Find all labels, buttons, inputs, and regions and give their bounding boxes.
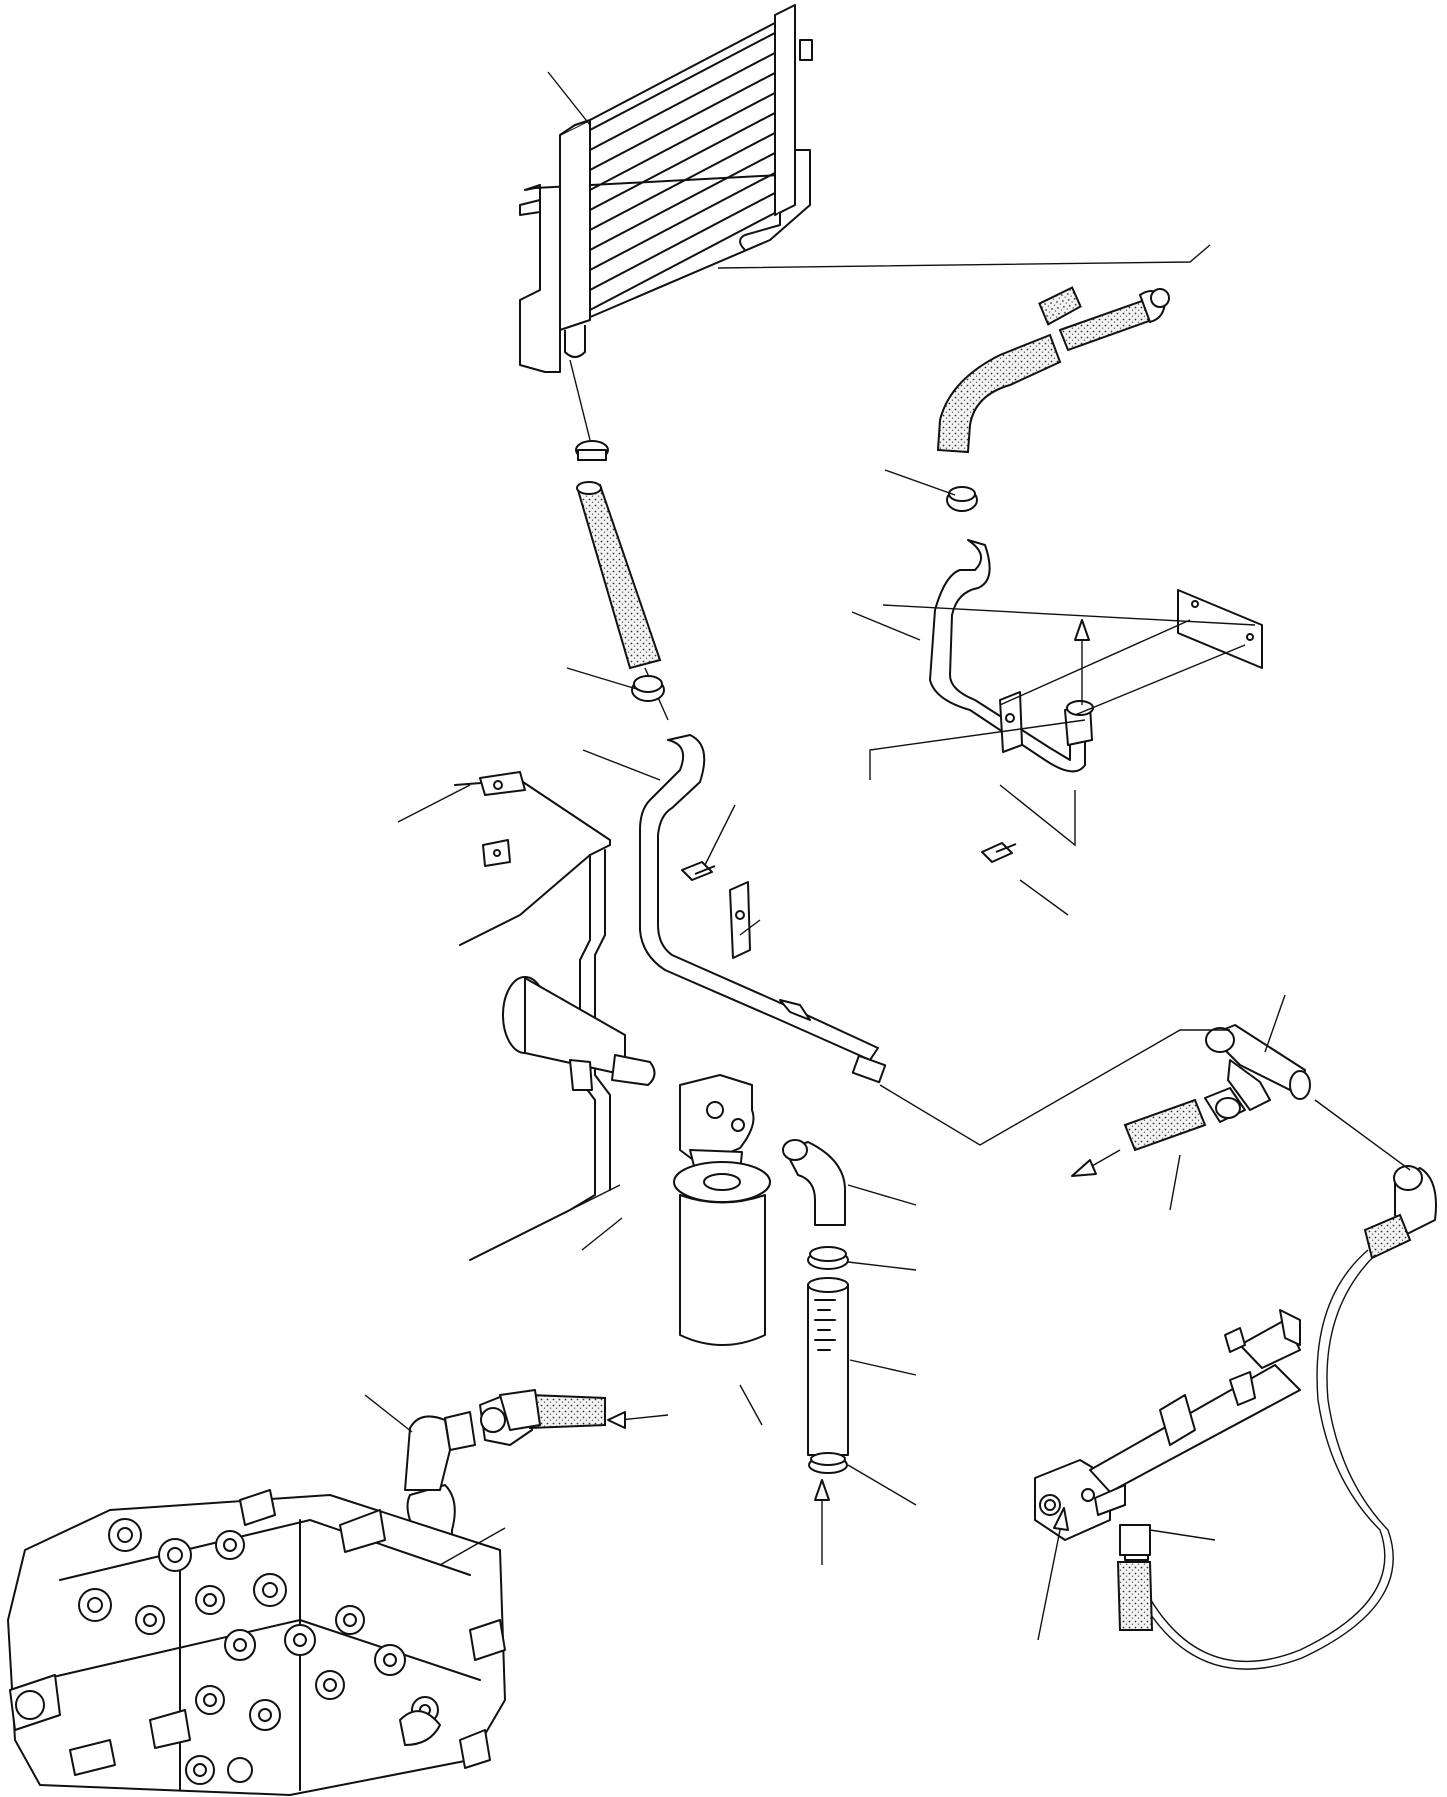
flow-arrow — [1072, 1150, 1120, 1176]
hose-clamp — [947, 487, 977, 511]
hydraulic-hose — [480, 1390, 605, 1445]
valve-ports — [79, 1519, 438, 1730]
hose-clamp — [632, 676, 664, 701]
bracket — [1178, 590, 1262, 668]
cooler-fins — [590, 15, 790, 310]
hose-clamp — [808, 1247, 848, 1269]
cooler-outlet-hose — [938, 287, 1169, 452]
cooler-inlet-hose — [570, 360, 668, 720]
filter-head — [680, 1075, 754, 1172]
oil-cooler — [520, 5, 812, 372]
hydraulic-hose — [1125, 1088, 1245, 1150]
valve-spools — [10, 1490, 505, 1784]
hose-clamp — [809, 1453, 847, 1473]
leader-lines — [365, 72, 1410, 1565]
hydraulic-hose — [1138, 1166, 1436, 1669]
tank-outlet-fitting — [503, 977, 655, 1090]
relief-valve-manifold — [1035, 1310, 1300, 1540]
bracket — [1000, 692, 1022, 752]
bracket — [730, 882, 750, 958]
flow-arrow — [1038, 1508, 1068, 1640]
control-valve — [8, 1490, 505, 1795]
return-tube — [640, 735, 885, 1082]
suction-hose — [808, 1278, 848, 1455]
filter-cartridge — [674, 1162, 770, 1345]
mounting-bolt — [982, 843, 1016, 862]
tee-fitting — [1206, 1025, 1310, 1110]
flow-arrow — [815, 1480, 829, 1565]
mounting-bolt — [682, 862, 715, 880]
hydraulic-hose — [1118, 1525, 1152, 1630]
flow-arrow — [608, 1412, 668, 1428]
flow-arrow — [1075, 620, 1089, 705]
elbow-fitting — [783, 1140, 845, 1225]
